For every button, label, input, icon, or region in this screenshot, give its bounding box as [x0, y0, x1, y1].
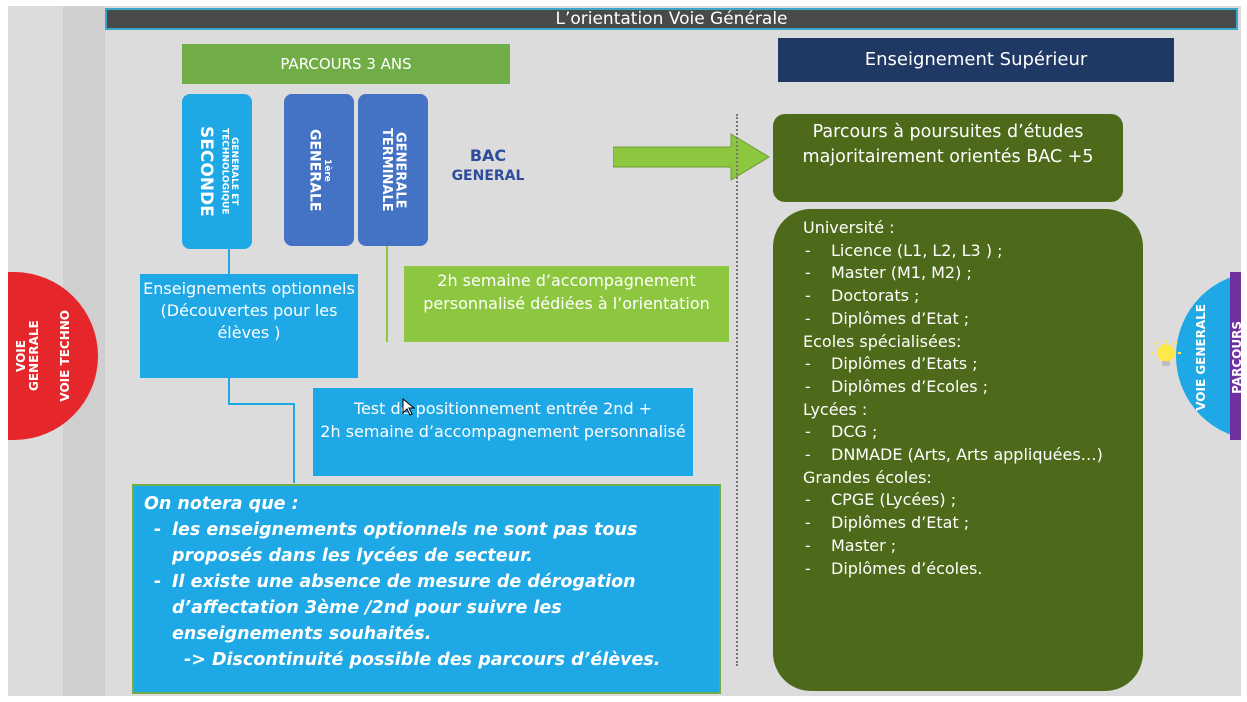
group-label-universite: Université :: [803, 218, 895, 237]
connector-enseign-test-h: [228, 403, 294, 405]
left-tab-voie-generale-label: VOIE GENERALE: [14, 320, 41, 392]
list-item: DNMADE (Arts, Arts appliquées…): [803, 444, 1133, 467]
formations-list-box: Université : Licence (L1, L2, L3 ) ; Mas…: [773, 209, 1143, 691]
seconde-box[interactable]: SECONDE GENERALE ET TECHNOLOGIQUE: [182, 94, 252, 249]
seconde-sub-label: GENERALE ET TECHNOLOGIQUE: [219, 128, 239, 215]
list-item: Master ;: [803, 535, 1133, 558]
note-item: Il existe une absence de mesure de dérog…: [154, 569, 709, 647]
note-item: les enseignements optionnels ne sont pas…: [154, 517, 709, 569]
right-tab-voie-generale-label: VOIE GENERALE: [1193, 303, 1208, 411]
list-item: Doctorats ;: [803, 285, 1133, 308]
list-item: Master (M1, M2) ;: [803, 262, 1133, 285]
bac-general-label: BAC GENERAL: [438, 146, 538, 192]
connector-seconde-enseign: [228, 249, 230, 274]
bac-line1: BAC: [469, 146, 507, 165]
terminale-box[interactable]: TERMINALE GENERALE: [358, 94, 428, 246]
poursuite-etudes-box: Parcours à poursuites d’études majoritai…: [773, 114, 1123, 202]
test-positionnement-box: Test de positionnement entrée 2nd + 2h s…: [313, 388, 693, 476]
slide: VOIE GENERALE VOIE TECHNO VOIE GENERALE …: [8, 6, 1241, 696]
right-tab-label-wrap-2: PARCOURS: [1228, 302, 1242, 412]
note-box: On notera que : les enseignements option…: [132, 484, 721, 694]
group-label-grandes-ecoles: Grandes écoles:: [803, 467, 932, 487]
connector-enseign-test-v: [228, 378, 230, 404]
left-tab-label-wrap-2: VOIE TECHNO: [54, 306, 94, 406]
parcours-banner: PARCOURS 3 ANS: [182, 44, 510, 84]
test-line1: Test de positionnement entrée 2nd +: [353, 399, 653, 418]
seconde-main-label: SECONDE: [195, 126, 216, 217]
terminale-main-label: TERMINALE: [379, 128, 394, 212]
lightbulb-icon: [1151, 340, 1181, 370]
list-item: Licence (L1, L2, L3 ) ;: [803, 240, 1133, 263]
connector-note: [293, 403, 295, 483]
enseignement-superieur-banner: Enseignement Supérieur: [778, 38, 1174, 82]
test-line2: 2h semaine d’accompagnement personnalisé: [320, 422, 686, 441]
list-item: CPGE (Lycées) ;: [803, 489, 1133, 512]
note-heading: On notera que :: [144, 494, 299, 514]
dashed-separator: [736, 114, 738, 666]
mouse-cursor-icon: [402, 397, 416, 416]
list-item: Diplômes d’Etat ;: [803, 512, 1133, 535]
bac-line2: GENERAL: [451, 168, 525, 184]
connector-terminale-accomp: [386, 246, 388, 342]
group-list-lycees: DCG ; DNMADE (Arts, Arts appliquées…): [803, 421, 1133, 466]
group-label-lycees: Lycées :: [803, 399, 868, 419]
group-list-grandes-ecoles: CPGE (Lycées) ; Diplômes d’Etat ; Master…: [803, 489, 1133, 580]
list-item: DCG ;: [803, 421, 1133, 444]
right-tab-label-wrap-1: VOIE GENERALE: [1186, 302, 1216, 412]
enseignements-optionnels-box: Enseignements optionnels (Découvertes po…: [140, 274, 358, 378]
list-item: Diplômes d’Ecoles ;: [803, 376, 1133, 399]
arrow-right-icon: [612, 132, 771, 182]
left-tab-label-wrap-1: VOIE GENERALE: [10, 306, 50, 406]
list-item: Diplômes d’écoles.: [803, 558, 1133, 581]
group-list-universite: Licence (L1, L2, L3 ) ; Master (M1, M2) …: [803, 240, 1133, 331]
list-item: Diplômes d’Etats ;: [803, 353, 1133, 376]
premiere-box[interactable]: GENERALE 1ère: [284, 94, 354, 246]
list-item: Diplômes d’Etat ;: [803, 308, 1133, 331]
group-list-ecoles: Diplômes d’Etats ; Diplômes d’Ecoles ;: [803, 353, 1133, 398]
accompagnement-orientation-box: 2h semaine d’accompagnement personnalisé…: [404, 266, 729, 342]
note-conclusion: -> Discontinuité possible des parcours d…: [184, 650, 661, 670]
premiere-main-label: GENERALE: [306, 128, 323, 212]
right-tab-parcours-label: PARCOURS: [1229, 320, 1242, 394]
premiere-sup-label: 1ère: [322, 158, 333, 182]
tab-parcours-right[interactable]: [1230, 272, 1241, 440]
note-list: les enseignements optionnels ne sont pas…: [144, 517, 709, 647]
left-tab-voie-techno-label: VOIE TECHNO: [58, 310, 72, 402]
group-label-ecoles: Ecoles spécialisées:: [803, 331, 962, 351]
terminale-sub-label: GENERALE: [392, 131, 408, 209]
page-title: L’orientation Voie Générale: [105, 8, 1238, 30]
